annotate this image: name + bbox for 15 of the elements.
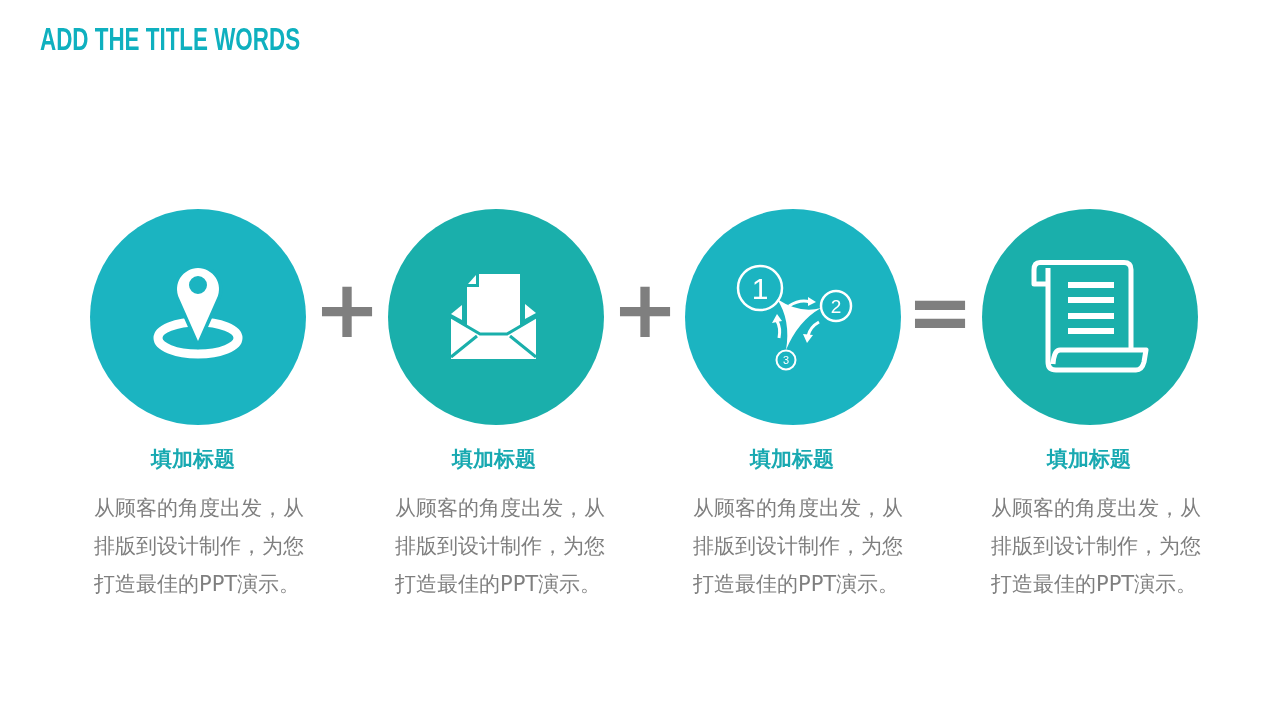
item-description: 从顾客的角度出发，从排版到设计制作，为您打造最佳的PPT演示。 <box>693 495 904 598</box>
step-number: 3 <box>782 354 790 366</box>
item-heading: 填加标题 <box>151 446 235 472</box>
equals-sign: = <box>906 273 974 353</box>
step-number: 1 <box>751 274 769 304</box>
item-heading: 填加标题 <box>452 446 536 472</box>
plus-sign: + <box>313 270 381 350</box>
item-description: 从顾客的角度出发，从排版到设计制作，为您打造最佳的PPT演示。 <box>94 495 305 598</box>
item-heading: 填加标题 <box>1047 446 1131 472</box>
step-number: 2 <box>830 296 842 316</box>
plus-sign: + <box>611 270 679 350</box>
item-description: 从顾客的角度出发，从排版到设计制作，为您打造最佳的PPT演示。 <box>395 495 606 598</box>
item-heading: 填加标题 <box>750 446 834 472</box>
item-description: 从顾客的角度出发，从排版到设计制作，为您打造最佳的PPT演示。 <box>991 495 1202 598</box>
slide-title: ADD THE TITLE WORDS <box>40 23 301 55</box>
